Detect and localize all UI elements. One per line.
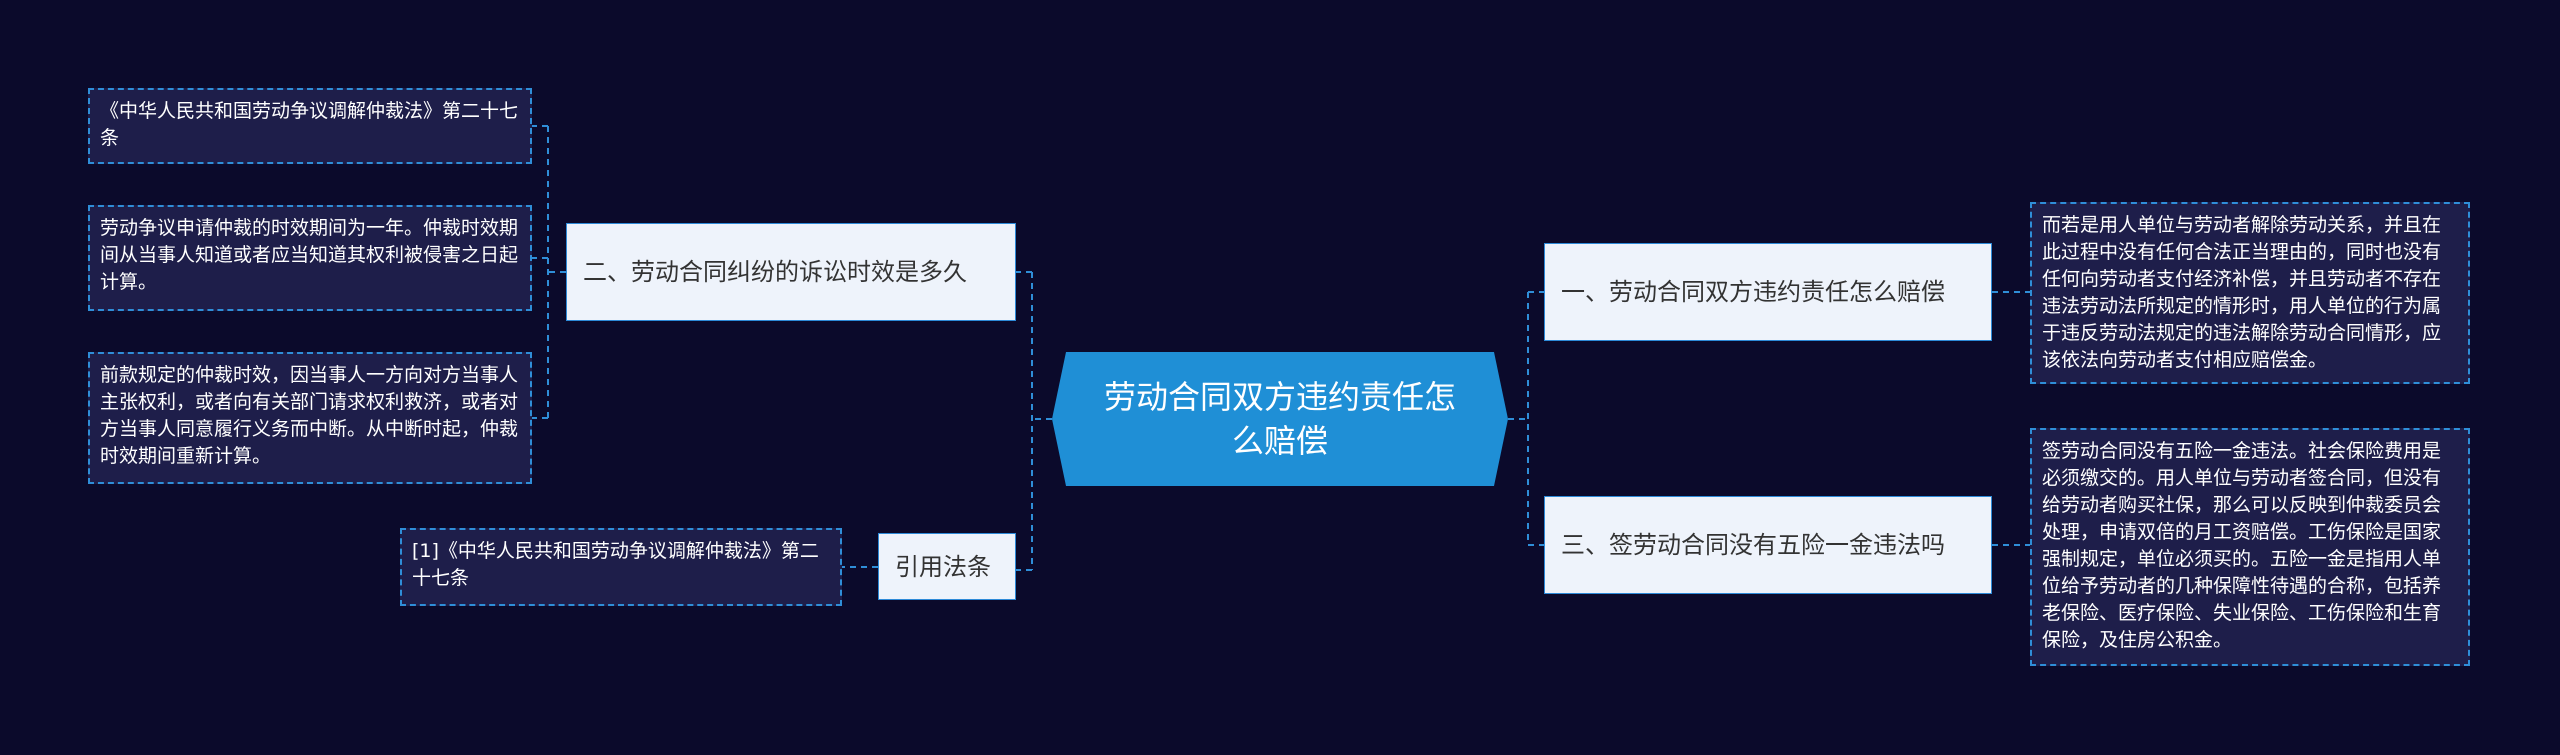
leaf-text: [1]《中华人民共和国劳动争议调解仲裁法》第二十七条: [412, 540, 819, 589]
leaf-social-insurance-detail[interactable]: 签劳动合同没有五险一金违法。社会保险费用是必须缴交的。用人单位与劳动者签合同，但…: [2030, 428, 2470, 666]
leaf-breach-detail[interactable]: 而若是用人单位与劳动者解除劳动关系，并且在此过程中没有任何合法正当理由的，同时也…: [2030, 202, 2470, 384]
leaf-text: 签劳动合同没有五险一金违法。社会保险费用是必须缴交的。用人单位与劳动者签合同，但…: [2042, 440, 2442, 651]
leaf-limitation-interruption[interactable]: 前款规定的仲裁时效，因当事人一方向对方当事人主张权利，或者向有关部门请求权利救济…: [88, 352, 532, 484]
topic-label: 一、劳动合同双方违约责任怎么赔偿: [1561, 278, 1945, 306]
central-topic-label: 劳动合同双方违约责任怎么赔偿: [1103, 378, 1456, 460]
topic-cited-laws[interactable]: 引用法条: [878, 533, 1016, 600]
leaf-law-article-reference[interactable]: 《中华人民共和国劳动争议调解仲裁法》第二十七条: [88, 88, 532, 164]
leaf-text: 前款规定的仲裁时效，因当事人一方向对方当事人主张权利，或者向有关部门请求权利救济…: [100, 364, 519, 467]
topic-label: 引用法条: [895, 552, 991, 581]
leaf-text: 而若是用人单位与劳动者解除劳动关系，并且在此过程中没有任何合法正当理由的，同时也…: [2042, 214, 2442, 371]
topic-label: 三、签劳动合同没有五险一金违法吗: [1561, 531, 1945, 559]
leaf-text: 《中华人民共和国劳动争议调解仲裁法》第二十七条: [100, 100, 519, 149]
leaf-text: 劳动争议申请仲裁的时效期间为一年。仲裁时效期间从当事人知道或者应当知道其权利被侵…: [100, 217, 519, 293]
topic-breach-compensation[interactable]: 一、劳动合同双方违约责任怎么赔偿: [1544, 243, 1992, 341]
leaf-citation[interactable]: [1]《中华人民共和国劳动争议调解仲裁法》第二十七条: [400, 528, 842, 606]
topic-statute-of-limitations[interactable]: 二、劳动合同纠纷的诉讼时效是多久: [566, 223, 1016, 321]
central-topic[interactable]: 劳动合同双方违约责任怎么赔偿: [1052, 352, 1508, 486]
topic-label: 二、劳动合同纠纷的诉讼时效是多久: [583, 258, 967, 286]
connector-central-left: [1016, 271, 1052, 571]
topic-social-insurance[interactable]: 三、签劳动合同没有五险一金违法吗: [1544, 496, 1992, 594]
connector-topic1-leaves: [532, 125, 566, 419]
central-topic-shape: [1052, 352, 1508, 486]
leaf-limitation-period[interactable]: 劳动争议申请仲裁的时效期间为一年。仲裁时效期间从当事人知道或者应当知道其权利被侵…: [88, 205, 532, 311]
connector-central-right: [1508, 291, 1544, 546]
